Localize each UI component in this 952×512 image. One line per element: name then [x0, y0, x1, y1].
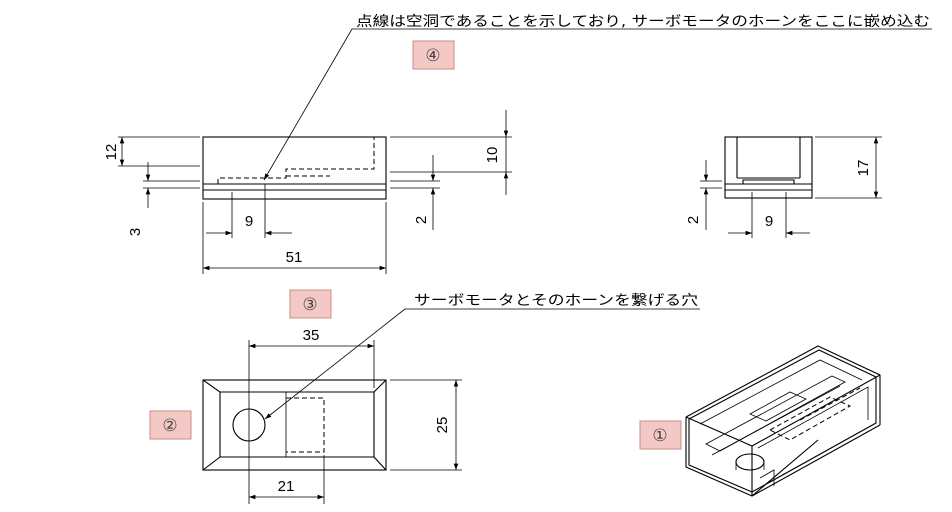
dim-front-slot-width: 9 — [245, 213, 253, 230]
iso-slot-line — [711, 385, 841, 456]
hollow-note-arrow — [263, 28, 353, 181]
front-view: 12 3 9 51 2 10 — [103, 110, 512, 274]
tag-1-label: ① — [652, 426, 667, 446]
front-view-outline — [202, 136, 387, 200]
tag-1-box — [639, 420, 682, 450]
top-left-chamfer — [202, 379, 221, 471]
dim-front-cavity-depth: 10 — [484, 147, 501, 164]
iso-cavity-step — [749, 391, 807, 422]
top-hidden-cavity — [286, 397, 325, 453]
side-view-outline — [724, 136, 813, 199]
front-hidden-cavity — [217, 137, 375, 184]
iso-top-edge — [751, 374, 881, 447]
dim-front-height: 12 — [103, 144, 120, 161]
tag-2: ② — [149, 410, 192, 440]
tag-4-label: ④ — [425, 46, 440, 66]
hole-note-leader: サーボモータとそのホーンを繋げる穴 — [264, 293, 700, 420]
iso-foot — [759, 469, 775, 486]
dim-front-length: 51 — [286, 249, 303, 266]
top-view: 35 25 21 — [202, 327, 462, 504]
tag-4: ④ — [412, 40, 455, 70]
dim-side-slot-width: 9 — [765, 213, 773, 230]
top-right-chamfer — [373, 379, 387, 471]
tag-2-label: ② — [162, 416, 177, 436]
iso-outline — [751, 424, 881, 497]
top-view-outline — [202, 379, 387, 471]
tag-3: ③ — [289, 289, 332, 319]
tag-3-label: ③ — [302, 295, 317, 315]
tag-3-box — [289, 289, 332, 319]
iso-servo-hole — [735, 453, 765, 471]
tag-2-box — [149, 410, 192, 440]
hole-note-arrow — [264, 308, 406, 420]
iso-hidden-cavity — [768, 396, 852, 441]
dim-side-height: 17 — [855, 160, 872, 177]
iso-outline — [685, 345, 881, 425]
side-horn-seat — [742, 179, 795, 184]
dim-front-slot-thickness: 2 — [413, 216, 430, 224]
iso-outline-inner — [688, 349, 877, 493]
hole-note-text: サーボモータとそのホーンを繋げる穴 — [414, 293, 698, 309]
iso-front-edge — [685, 416, 753, 496]
dim-top-hole-offset: 21 — [278, 478, 295, 495]
dim-top-length: 35 — [303, 327, 320, 344]
iso-hidden-line — [799, 387, 861, 421]
dim-top-width: 25 — [434, 417, 451, 434]
tag-1: ① — [639, 420, 682, 450]
iso-outline — [685, 417, 819, 497]
isometric-view — [685, 345, 881, 497]
iso-hole-wall — [735, 462, 765, 470]
hollow-note-text: 点線は空洞であることを示しており, サーボモータのホーンをここに嵌め込む — [356, 14, 930, 30]
hollow-note-leader: 点線は空洞であることを示しており, サーボモータのホーンをここに嵌め込む — [263, 14, 932, 181]
iso-inner-wall — [699, 359, 863, 425]
dim-side-slot-thickness: 2 — [685, 216, 702, 224]
iso-inner-wall — [757, 386, 869, 449]
side-view: 17 2 9 — [685, 136, 882, 238]
tag-4-box — [412, 40, 455, 70]
dim-front-slot-offset: 3 — [127, 228, 144, 236]
iso-slot — [705, 375, 846, 452]
